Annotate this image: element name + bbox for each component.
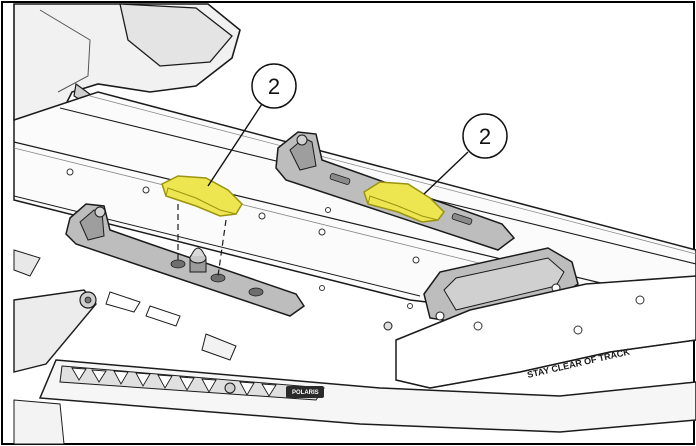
- callout-number: 2: [268, 74, 280, 99]
- callout-circle: [462, 113, 508, 159]
- callout-left: 2: [207, 63, 297, 187]
- highlighted-part-right: [363, 181, 445, 223]
- rail-cutouts: [71, 367, 277, 397]
- brand-label: POLARIS: [292, 390, 319, 396]
- callout-leader: [207, 103, 263, 187]
- taillight-housing: [383, 247, 579, 331]
- brand-plate: [286, 386, 324, 398]
- callout-leader: [423, 151, 469, 195]
- fastener-stud: [189, 247, 207, 273]
- suspension-arm: [13, 249, 237, 445]
- callout-circle: [251, 63, 297, 109]
- highlighted-part-left: [161, 175, 243, 217]
- callout-right: 2: [423, 113, 508, 195]
- callout-number: 2: [479, 124, 491, 149]
- side-rail: POLARIS: [38, 359, 696, 433]
- rear-bracket-left: [65, 203, 306, 317]
